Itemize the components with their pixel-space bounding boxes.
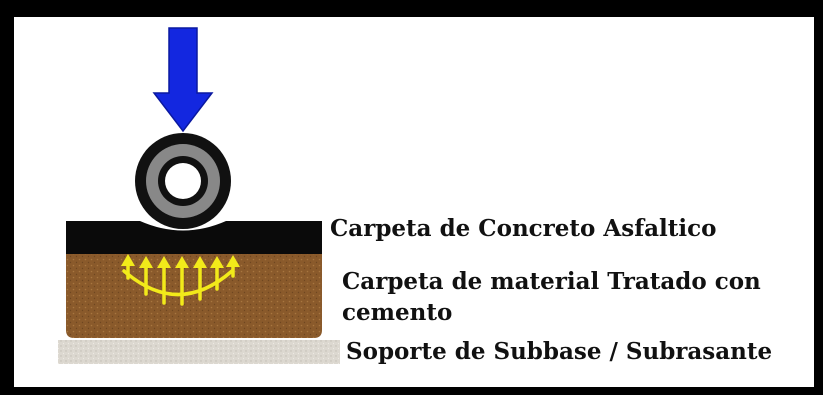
asphalt-layer xyxy=(66,221,322,254)
treated-layer-label-continued: cemento xyxy=(342,299,453,326)
down-arrow-icon xyxy=(152,27,214,133)
subbase-layer-label: Soporte de Subbase / Subrasante xyxy=(346,338,773,365)
up-arrows-icon xyxy=(121,254,240,306)
treated-layer-label: Carpeta de material Tratado con xyxy=(342,268,761,295)
subbase-layer xyxy=(58,340,340,364)
tire-icon xyxy=(135,133,231,229)
asphalt-layer-label: Carpeta de Concreto Asfaltico xyxy=(330,215,717,242)
